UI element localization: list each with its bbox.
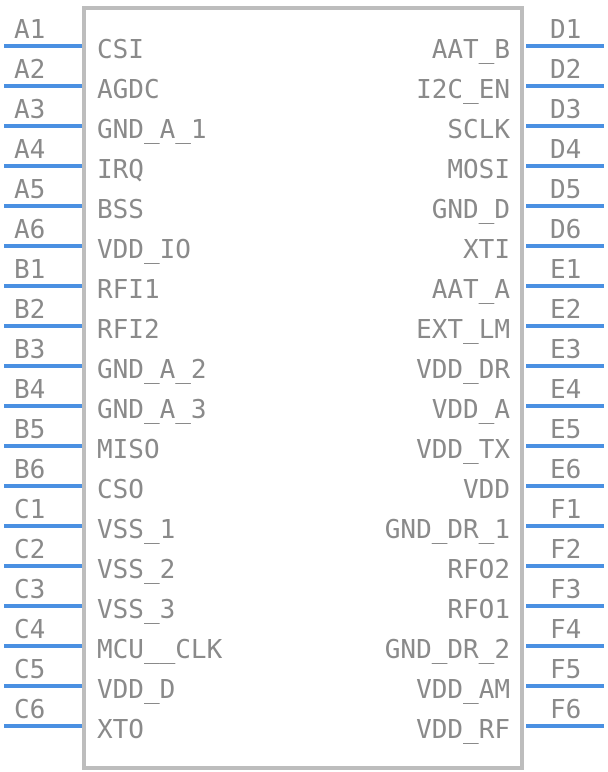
pin-number-f2: F2 [550,535,581,565]
pin-number-a2: A2 [14,55,45,85]
pin-number-f3: F3 [550,575,581,605]
signal-label-e5: VDD_TX [416,435,510,465]
pin-number-e2: E2 [550,295,581,325]
pin-number-c6: C6 [14,695,45,725]
signal-label-d4: MOSI [447,155,510,185]
signal-label-c4: MCU__CLK [97,635,223,665]
pin-number-a1: A1 [14,15,45,45]
signal-label-c6: XTO [97,715,144,745]
pin-number-f1: F1 [550,495,581,525]
signal-label-b2: RFI2 [97,315,160,345]
signal-label-f3: RFO1 [447,595,510,625]
signal-label-d3: SCLK [447,115,510,145]
pin-number-b1: B1 [14,255,45,285]
signal-label-e6: VDD [463,475,510,505]
signal-label-f4: GND_DR_2 [385,635,510,665]
signal-label-a5: BSS [97,195,144,225]
signal-label-c5: VDD_D [97,675,175,705]
pin-number-e6: E6 [550,455,581,485]
pin-number-d4: D4 [550,135,581,165]
pin-number-d5: D5 [550,175,581,205]
pin-number-f5: F5 [550,655,581,685]
pin-number-d2: D2 [550,55,581,85]
pin-number-a5: A5 [14,175,45,205]
signal-label-b4: GND_A_3 [97,395,207,425]
signal-label-f6: VDD_RF [416,715,510,745]
signal-label-d6: XTI [463,235,510,265]
pin-number-b2: B2 [14,295,45,325]
pin-number-c2: C2 [14,535,45,565]
signal-label-d5: GND_D [432,195,510,225]
pin-number-a4: A4 [14,135,45,165]
signal-label-e4: VDD_A [432,395,511,425]
signal-label-c2: VSS_2 [97,555,175,585]
pin-number-c4: C4 [14,615,45,645]
signal-label-c1: VSS_1 [97,515,175,545]
pin-number-b5: B5 [14,415,45,445]
signal-label-e3: VDD_DR [416,355,510,385]
signal-label-d2: I2C_EN [416,75,510,105]
signal-label-b5: MISO [97,435,160,465]
signal-label-b6: CSO [97,475,144,505]
signal-label-e2: EXT_LM [416,315,510,345]
pin-number-b6: B6 [14,455,45,485]
signal-label-a6: VDD_IO [97,235,191,265]
pin-number-f6: F6 [550,695,581,725]
signal-label-c3: VSS_3 [97,595,175,625]
pin-number-b3: B3 [14,335,45,365]
pin-number-b4: B4 [14,375,45,405]
pin-number-c5: C5 [14,655,45,685]
pin-number-e4: E4 [550,375,581,405]
pin-number-c3: C3 [14,575,45,605]
signal-label-f1: GND_DR_1 [385,515,510,545]
pin-number-e3: E3 [550,335,581,365]
pin-number-d1: D1 [550,15,581,45]
signal-label-b1: RFI1 [97,275,160,305]
ic-body-outline [82,6,524,770]
signal-label-a3: GND_A_1 [97,115,207,145]
pin-number-e1: E1 [550,255,581,285]
pin-number-a3: A3 [14,95,45,125]
signal-label-f2: RFO2 [447,555,510,585]
pin-number-f4: F4 [550,615,581,645]
pin-number-a6: A6 [14,215,45,245]
pin-number-e5: E5 [550,415,581,445]
signal-label-b3: GND_A_2 [97,355,207,385]
pin-number-d6: D6 [550,215,581,245]
signal-label-d1: AAT_B [432,35,510,65]
pin-number-d3: D3 [550,95,581,125]
signal-label-a2: AGDC [97,75,160,105]
signal-label-f5: VDD_AM [416,675,510,705]
signal-label-e1: AAT_A [432,275,511,305]
signal-label-a1: CSI [97,35,144,65]
pin-number-c1: C1 [14,495,45,525]
signal-label-a4: IRQ [97,155,144,185]
